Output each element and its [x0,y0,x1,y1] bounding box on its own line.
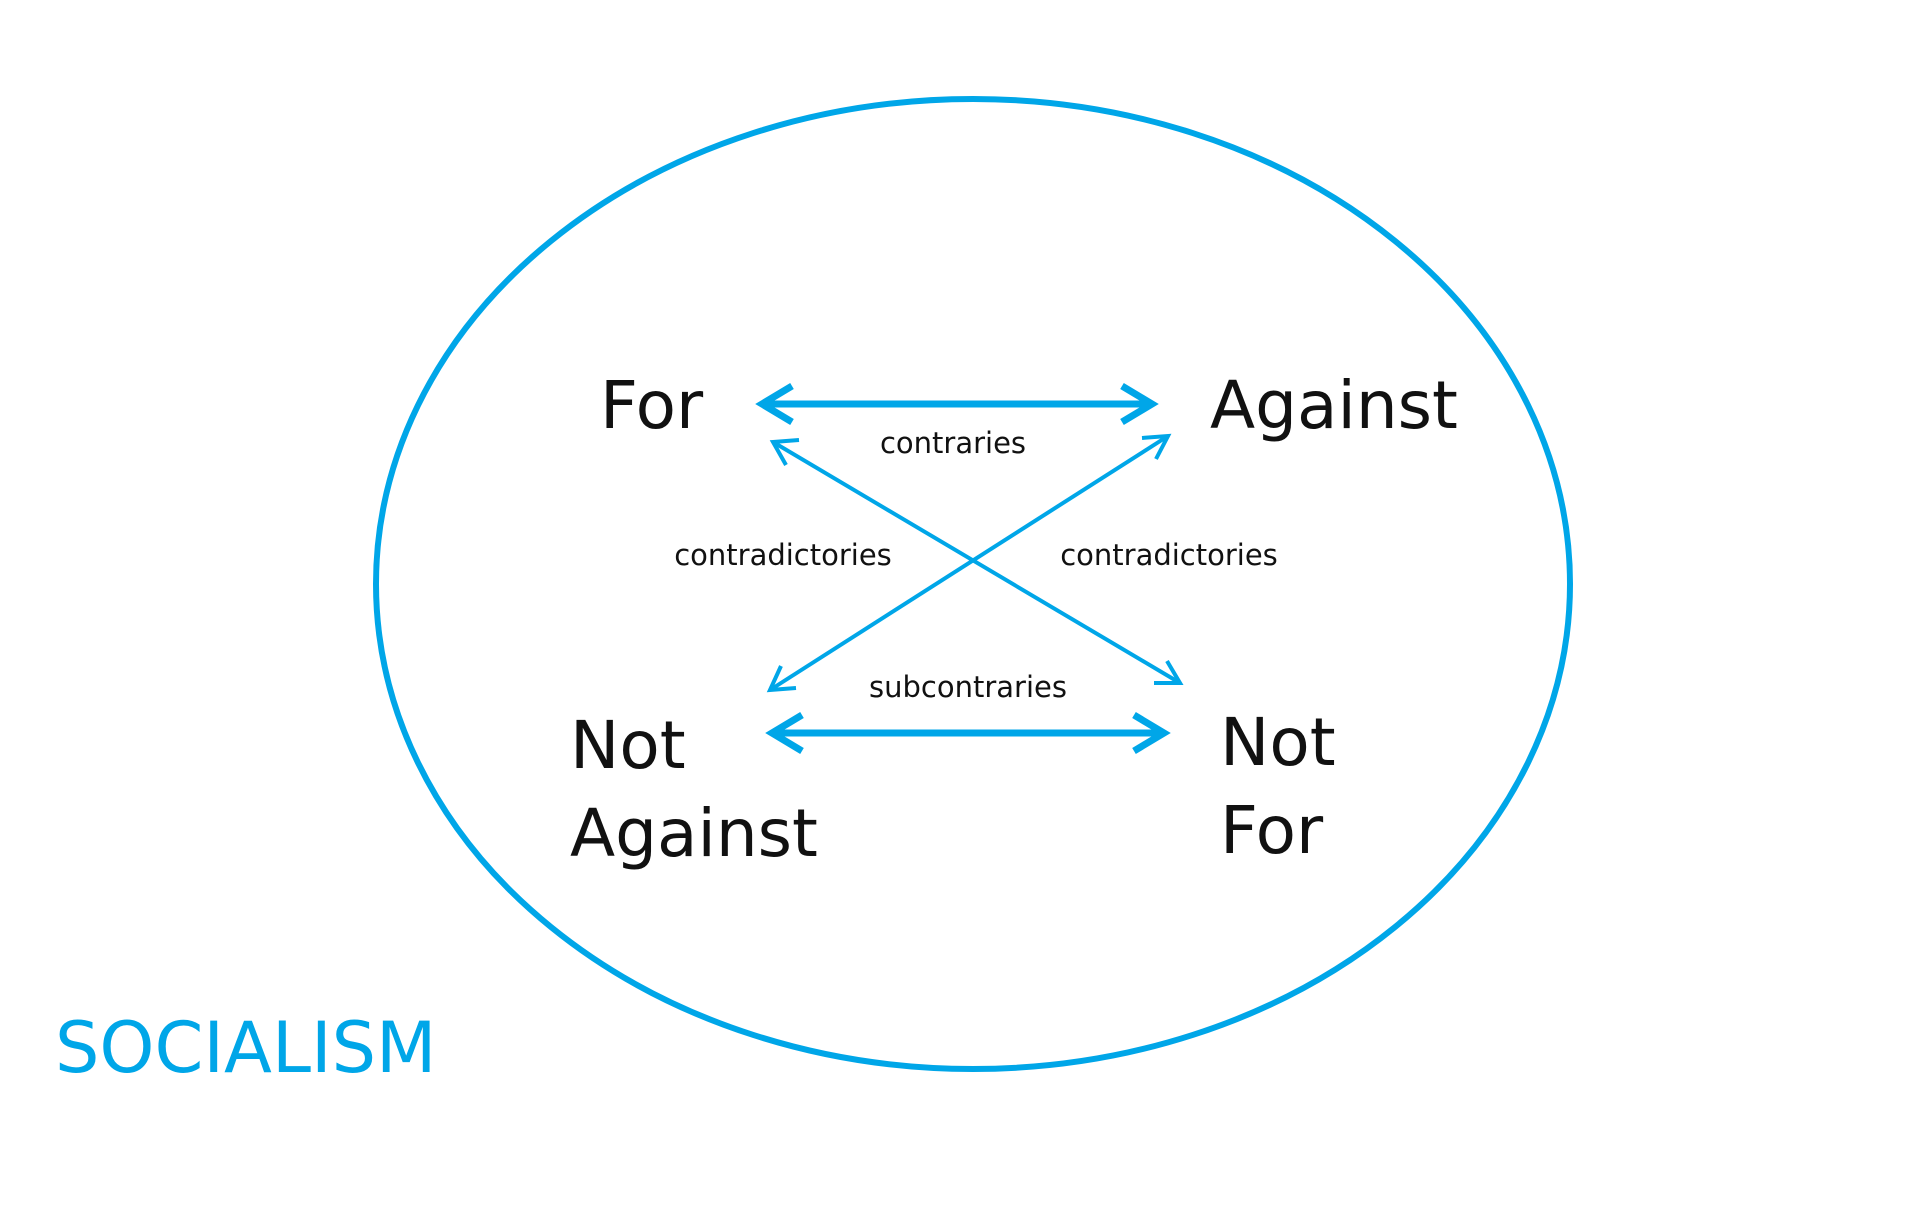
diagram-title: SOCIALISM [55,1007,436,1089]
label-not-against-line1: Not [570,707,686,784]
label-contraries: contraries [880,426,1026,460]
label-contradictories-left: contradictories [674,538,892,572]
label-not-for-line1: Not [1220,704,1336,781]
contraries-arrow [755,382,1159,426]
contradictories-arrow-for-notfor [769,438,1184,685]
contradictories-arrow-against-notagainst [766,433,1172,693]
label-not-against-line2: Against [570,795,818,872]
subcontraries-arrow [765,711,1171,755]
label-contradictories-right: contradictories [1060,538,1278,572]
label-not-for-line2: For [1220,792,1324,869]
label-subcontraries: subcontraries [869,670,1067,704]
label-against: Against [1210,367,1458,444]
universe-ellipse [373,96,1573,1072]
label-for: For [600,367,704,444]
